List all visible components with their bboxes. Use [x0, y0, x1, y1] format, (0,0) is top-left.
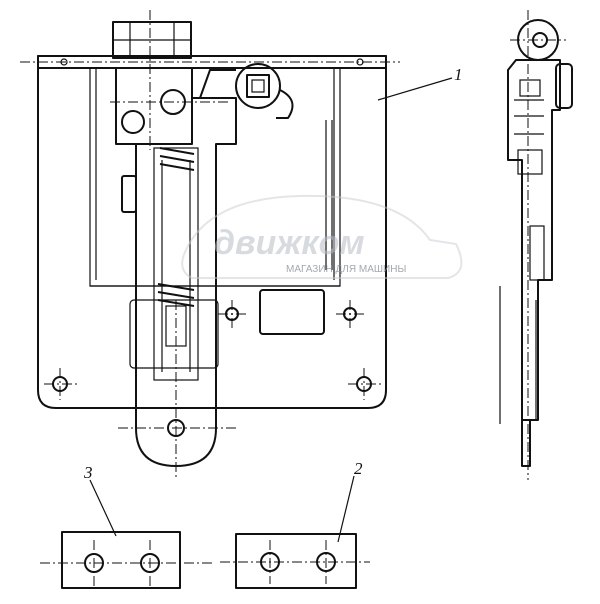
- watermark-tagline: МАГАЗИН ДЛЯ МАШИНЫ: [286, 264, 406, 275]
- pivot-hole: [121, 110, 145, 134]
- upper-block: [115, 67, 193, 145]
- part-3: [40, 531, 214, 589]
- watermark: движком МАГАЗИН ДЛЯ МАШИНЫ: [181, 194, 463, 279]
- part-2: [220, 533, 370, 589]
- leaders: [89, 77, 453, 543]
- part-3-plate: [61, 531, 181, 589]
- part-2-plate: [235, 533, 357, 589]
- side-view: [499, 10, 573, 480]
- side-slot: [121, 175, 137, 213]
- spring-upper: [159, 147, 195, 171]
- cam-eccentric: [235, 63, 281, 109]
- callout-1: 1: [454, 65, 463, 84]
- side-body: [507, 59, 561, 421]
- callout-3: 3: [83, 463, 93, 482]
- front-view: [20, 10, 400, 480]
- mount-holes: [44, 58, 382, 400]
- base-plate: [37, 55, 387, 409]
- callout-2: 2: [354, 459, 363, 478]
- window-slot: [259, 289, 325, 335]
- watermark-brand: движком: [214, 224, 365, 262]
